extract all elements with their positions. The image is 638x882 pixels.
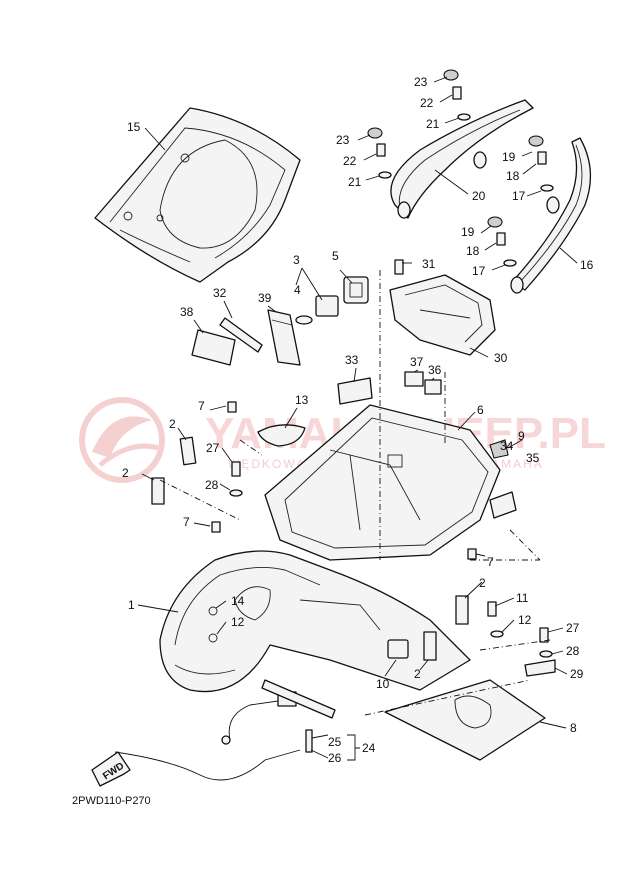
callout-24: 24: [362, 741, 376, 755]
callout-34: 34: [500, 439, 514, 453]
part-32-39-clips: [219, 309, 301, 366]
part-8-mat: [384, 679, 546, 761]
callout-1: 1: [128, 598, 135, 612]
callout-19b: 19: [461, 225, 475, 239]
callout-2c: 2: [479, 576, 486, 590]
part-24-cable: [114, 679, 336, 781]
pads: [151, 436, 469, 661]
callout-32: 32: [213, 286, 227, 300]
part-1-body: [159, 550, 471, 693]
callout-16: 16: [580, 258, 594, 272]
callout-6: 6: [477, 403, 484, 417]
diagram-code: 2PWD110-P270: [72, 795, 151, 807]
fasteners-upper: [367, 69, 554, 267]
callout-28b: 28: [566, 644, 580, 658]
callout-25: 25: [328, 735, 342, 749]
callout-labels: 15 23 22 21 23 22 21 20 19 18 17 16 19 1…: [122, 75, 594, 765]
callout-36: 36: [428, 363, 442, 377]
callout-39: 39: [258, 291, 272, 305]
callout-37: 37: [410, 355, 424, 369]
dashed-guides: [159, 270, 551, 716]
callout-28a: 28: [205, 478, 219, 492]
callout-20: 20: [472, 189, 486, 203]
callout-2d: 2: [414, 667, 421, 681]
callout-17a: 17: [512, 189, 526, 203]
callout-7c: 7: [487, 555, 494, 569]
callout-3: 3: [293, 253, 300, 267]
callout-13: 13: [295, 393, 309, 407]
part-16-grab-bar: [510, 137, 592, 294]
callout-7a: 7: [198, 399, 205, 413]
callout-29: 29: [570, 667, 584, 681]
callout-27b: 27: [566, 621, 580, 635]
callout-23a: 23: [414, 75, 428, 89]
leader-lines: [137, 76, 578, 761]
callout-2b: 2: [122, 466, 129, 480]
watermark-logo-icon: [79, 397, 165, 483]
callout-38: 38: [180, 305, 194, 319]
callout-5: 5: [332, 249, 339, 263]
callout-23b: 23: [336, 133, 350, 147]
callout-31: 31: [422, 257, 436, 271]
fwd-arrow-icon: FWD: [91, 751, 131, 787]
callout-21b: 21: [348, 175, 362, 189]
callout-15: 15: [127, 120, 141, 134]
stickers: [337, 371, 517, 519]
callout-19a: 19: [502, 150, 516, 164]
callout-12b: 12: [518, 613, 532, 627]
callout-10: 10: [376, 677, 390, 691]
callout-22b: 22: [343, 154, 357, 168]
part-6-luggage-box: [264, 404, 509, 561]
part-3-5-switch: [295, 276, 369, 325]
part-13-plate: [257, 424, 306, 447]
callout-21a: 21: [426, 117, 440, 131]
callout-7b: 7: [183, 515, 190, 529]
callout-4: 4: [294, 283, 301, 297]
fasteners-lower: [229, 461, 556, 677]
callout-18a: 18: [506, 169, 520, 183]
part-30-toolbox: [389, 259, 496, 356]
callout-17b: 17: [472, 264, 486, 278]
part-38-label: [191, 329, 236, 366]
callout-11: 11: [516, 591, 529, 605]
part-20-grab-bar: [390, 99, 534, 219]
callout-22a: 22: [420, 96, 434, 110]
callout-2a: 2: [169, 417, 176, 431]
callout-35: 35: [526, 451, 540, 465]
callout-12a: 12: [231, 615, 245, 629]
part-15-inner-cover: [94, 107, 301, 283]
callout-18b: 18: [466, 244, 480, 258]
callout-9: 9: [518, 429, 525, 443]
callout-8: 8: [570, 721, 577, 735]
callout-27a: 27: [206, 441, 220, 455]
callout-14: 14: [231, 594, 245, 608]
callout-30: 30: [494, 351, 508, 365]
callout-33: 33: [345, 353, 359, 367]
callout-26: 26: [328, 751, 342, 765]
